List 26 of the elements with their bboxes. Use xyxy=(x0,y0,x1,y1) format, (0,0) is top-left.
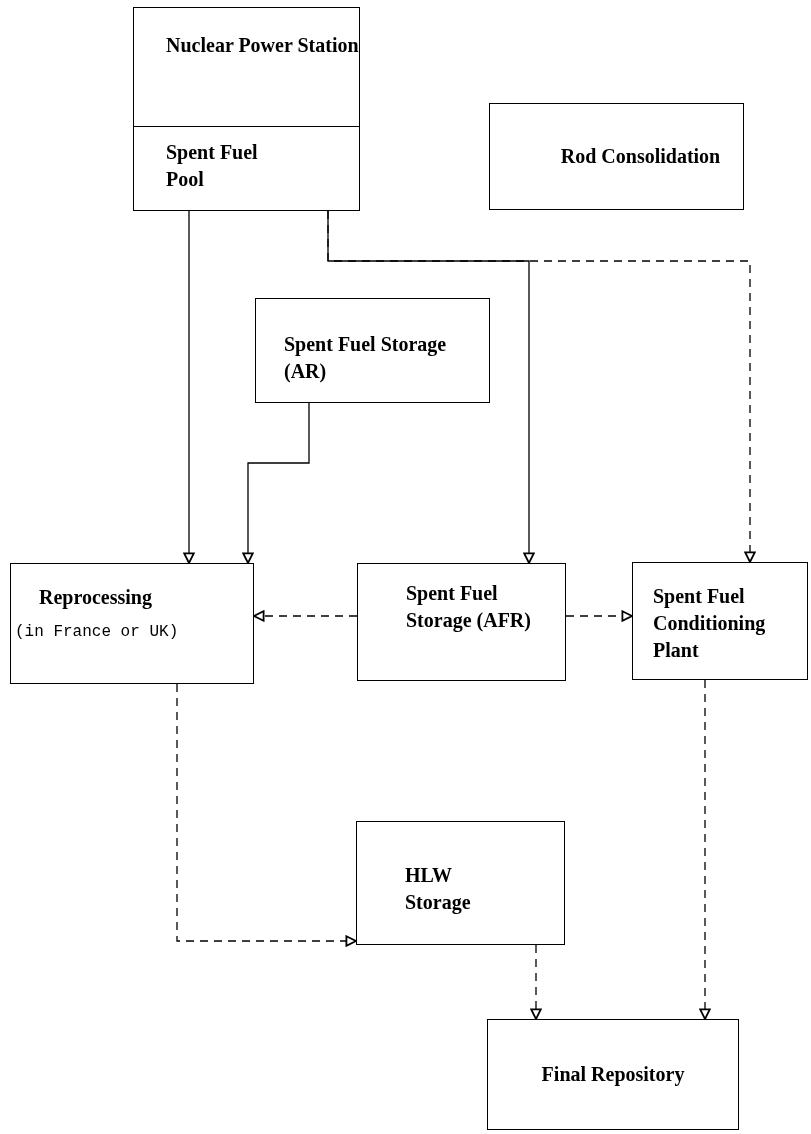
arrow xyxy=(327,210,756,563)
process-box xyxy=(632,562,808,680)
box-label: Spent Fuel Storage (AFR) xyxy=(406,581,532,634)
process-box xyxy=(489,103,744,210)
box-label: Final Repository xyxy=(541,1062,685,1088)
box-label: Nuclear Power Station xyxy=(134,8,359,127)
process-box xyxy=(10,563,254,684)
process-box xyxy=(255,298,490,403)
box-label: Rod Consolidation xyxy=(560,144,721,169)
arrow xyxy=(242,402,310,564)
arrow xyxy=(176,683,357,947)
arrow xyxy=(565,610,633,622)
process-box xyxy=(356,821,565,945)
process-box xyxy=(133,7,360,211)
box-label: HLW Storage xyxy=(405,863,472,916)
box-label: Spent Fuel Conditioning Plant xyxy=(653,584,767,663)
arrow xyxy=(183,210,195,564)
arrow xyxy=(530,944,542,1020)
box-label: Spent Fuel Pool xyxy=(165,140,259,192)
process-box xyxy=(357,563,566,681)
arrow xyxy=(253,610,358,622)
process-box xyxy=(487,1019,739,1130)
box-label: Reprocessing xyxy=(38,585,153,611)
arrow xyxy=(699,679,711,1020)
box-label: (in France or UK) xyxy=(14,622,180,643)
box-label: Spent Fuel Storage (AR) xyxy=(284,332,448,385)
